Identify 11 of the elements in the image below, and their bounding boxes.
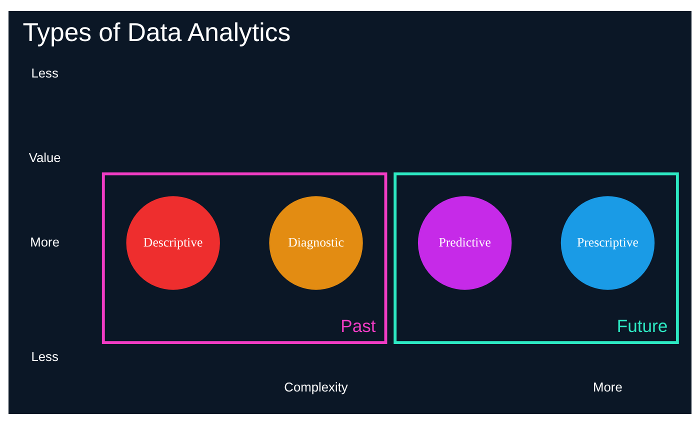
diagram-title: Types of Data Analytics [22,18,291,47]
label: More [30,234,60,250]
node-circle: Predictive [418,196,512,290]
node-circle: Diagnostic [269,196,363,290]
node-circle: Prescriptive [560,196,655,290]
label: More [593,380,622,395]
label: Less [31,66,58,81]
label: Complexity [284,380,348,395]
node-circle: Descriptive [126,196,220,290]
label: Value [28,150,61,165]
label: Less [31,349,58,364]
